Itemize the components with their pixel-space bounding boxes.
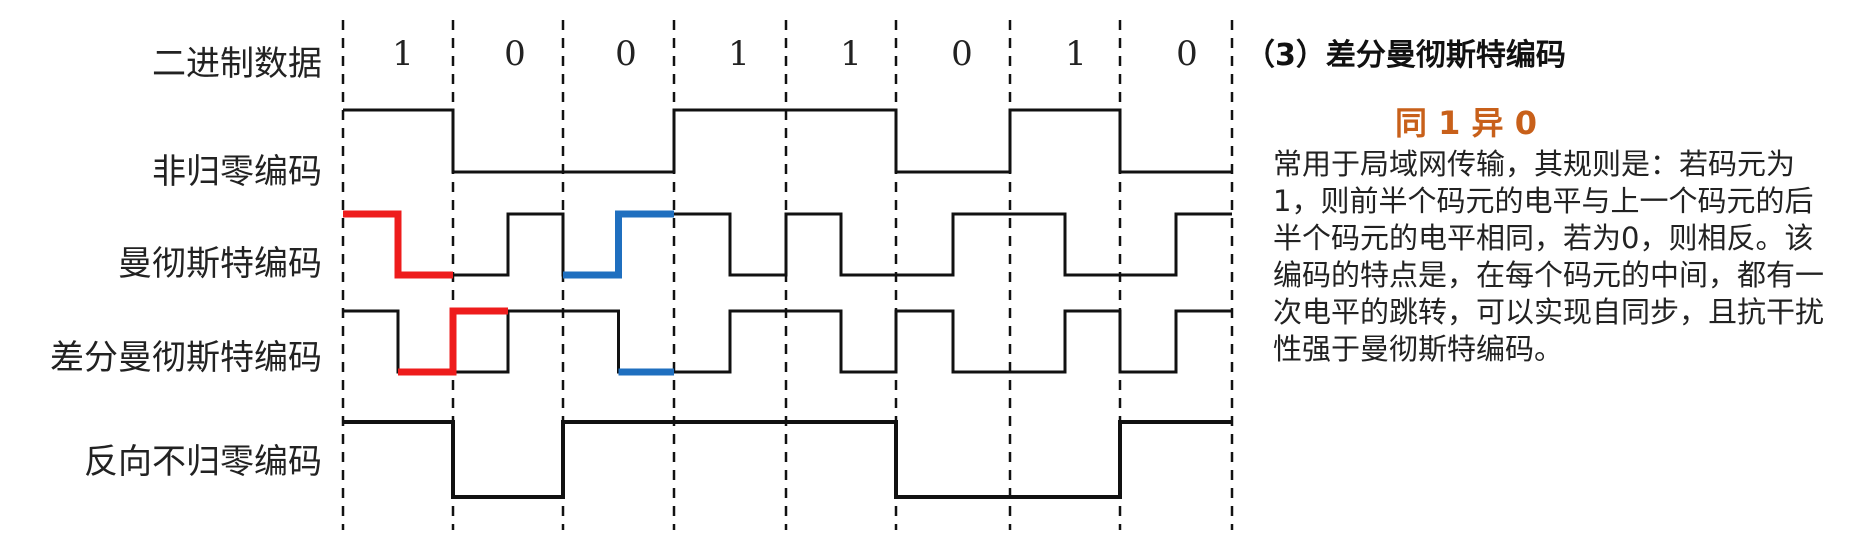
row-label-nrzi: 反向不归零编码 [84, 442, 322, 482]
manchester-highlight-red [343, 210, 453, 279]
panel-rule: 同 1 异 0 [1395, 104, 1537, 142]
bit-value: 1 [1065, 34, 1087, 74]
encoding-diagram [341, 20, 1234, 530]
row-label-nrz: 非归零编码 [152, 152, 322, 192]
bit-value: 0 [951, 34, 973, 74]
diff-manchester-waveform [343, 309, 1232, 374]
panel-description: 常用于局域网传输，其规则是：若码元为1，则前半个码元的电平与上一个码元的后半个码… [1273, 147, 1825, 366]
bit-value: 0 [615, 34, 637, 74]
diff-manchester-highlight-red [398, 307, 508, 376]
nrz-waveform [343, 108, 1232, 174]
row-label-manchester: 曼彻斯特编码 [118, 244, 322, 284]
manchester-highlight-blue [563, 210, 674, 279]
row-label-binary: 二进制数据 [152, 44, 322, 84]
bit-value: 0 [1176, 34, 1198, 74]
nrzi-waveform [343, 420, 1232, 499]
explanation-panel: （3）差分曼彻斯特编码 同 1 异 0 常用于局域网传输，其规则是：若码元为1，… [1245, 30, 1835, 366]
bit-value: 0 [504, 34, 526, 74]
manchester-waveform [343, 212, 1232, 277]
bit-value: 1 [392, 34, 414, 74]
row-label-diff-manchester: 差分曼彻斯特编码 [50, 338, 322, 378]
bit-value: 1 [840, 34, 862, 74]
bit-value: 1 [728, 34, 750, 74]
panel-title: （3）差分曼彻斯特编码 [1245, 38, 1566, 73]
